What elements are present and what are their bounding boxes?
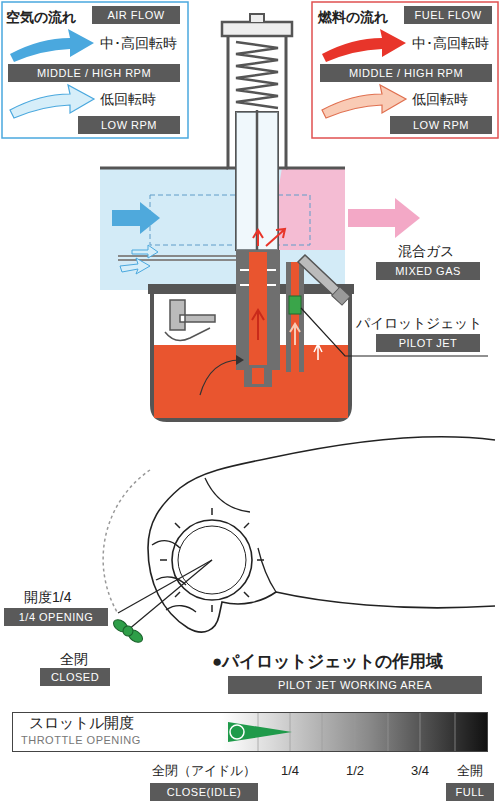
label-tag: MIXED GAS [376, 262, 480, 280]
label-text: 3/4 [402, 762, 438, 780]
label-tag: CLOSED [40, 668, 110, 686]
label-text: 1/2 [337, 762, 373, 780]
throttle-hand [103, 437, 495, 645]
legend-text: 中･高回転時 [412, 35, 489, 53]
air-arrow-low [10, 85, 94, 118]
label-text: 全開 [450, 762, 490, 780]
label-tag: LOW RPM [78, 116, 180, 134]
node-text: スロットル開度 [29, 714, 134, 733]
label-text: 混合ガス [398, 242, 478, 260]
legend-frame [312, 2, 498, 138]
label-text: 1/4 [272, 762, 308, 780]
working-wedge [228, 722, 292, 742]
label-tag: MIDDLE / HIGH RPM [320, 64, 492, 82]
label-tag: LOW RPM [390, 116, 492, 134]
label-text: 開度1/4 [24, 588, 108, 606]
legend-text: 低回転時 [100, 91, 156, 109]
fuel-arrow [322, 29, 406, 62]
air-arrow [10, 29, 94, 62]
working-marker [230, 725, 244, 739]
label-tag: FUEL FLOW [404, 6, 492, 24]
node-text: THROTTLE OPENING [21, 734, 141, 748]
legend-frame [2, 2, 188, 138]
label-tag: FULL [446, 783, 494, 801]
fuel-arrow-low [322, 85, 406, 118]
label-text: 燃料の流れ [318, 7, 402, 27]
label-text: パイロットジェット [356, 314, 488, 332]
label-tag: 1/4 OPENING [4, 608, 108, 626]
label-text: 全閉 [60, 650, 100, 668]
throttle-bar: スロットル開度THROTTLE OPENING [12, 712, 488, 752]
label-tag: AIR FLOW [92, 6, 180, 24]
label-tag: CLOSE(IDLE) [150, 783, 258, 801]
legend-text: 低回転時 [412, 91, 468, 109]
label-tag: PILOT JET WORKING AREA [228, 676, 482, 694]
label-tag: PILOT JET [376, 334, 480, 352]
legend-text: 中･高回転時 [100, 35, 177, 53]
label-text: 空気の流れ [6, 7, 90, 27]
label-tag: MIDDLE / HIGH RPM [8, 64, 180, 82]
label-text: ●パイロットジェットの作用域 [212, 650, 496, 674]
label-text: 全閉（アイドル） [144, 762, 264, 780]
